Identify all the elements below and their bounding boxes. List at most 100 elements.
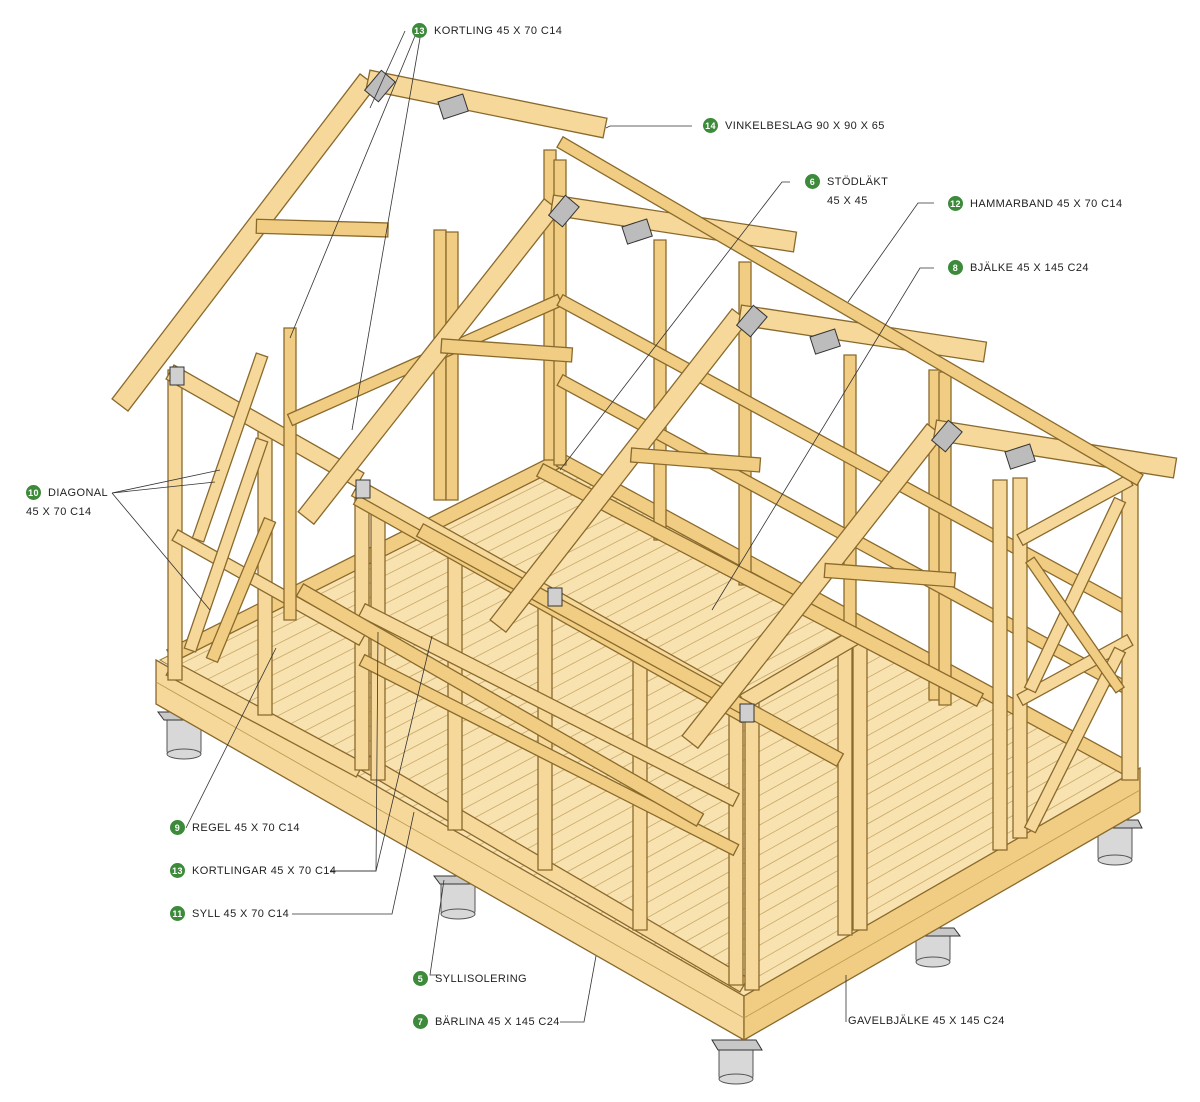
vinkelbeslag — [169, 366, 185, 386]
label-barlina: 7 BÄRLINA 45 X 145 C24 — [413, 1014, 560, 1029]
regel — [1012, 477, 1028, 839]
floor-plank — [332, 553, 729, 761]
diagonal — [1023, 496, 1127, 694]
gusset-plate — [437, 93, 469, 120]
kortling — [823, 562, 957, 588]
label-diagonal: 10 DIAGONAL 45 X 70 C14 — [26, 485, 108, 518]
vinkelbeslag — [739, 703, 755, 723]
floor-plank — [279, 525, 676, 730]
rafter — [489, 307, 749, 634]
label-kortlingar: 13 KORTLINGAR 45 X 70 C14 — [170, 863, 336, 878]
floor-plank — [212, 489, 610, 692]
floor-plank — [504, 644, 902, 862]
kortling — [255, 218, 389, 238]
label-text: BJÄLKE 45 X 145 C24 — [970, 261, 1089, 274]
vinkelbeslag — [547, 587, 563, 607]
bjalke — [535, 462, 985, 708]
regel — [852, 633, 868, 931]
floor-plank — [491, 637, 889, 854]
label-text: KORTLING 45 X 70 C14 — [434, 24, 563, 37]
diagonal — [1023, 646, 1127, 834]
label-kortling-top: 13 KORTLING 45 X 70 C14 — [412, 23, 562, 38]
label-gavelbjalke: GAVELBJÄLKE 45 X 145 C24 — [848, 1015, 1005, 1027]
number-badge: 8 — [948, 260, 963, 275]
label-text: REGEL 45 X 70 C14 — [192, 821, 300, 834]
number-badge: 5 — [413, 971, 428, 986]
number-badge: 7 — [413, 1014, 428, 1029]
floor-plank — [451, 616, 849, 831]
gusset-plate — [809, 328, 841, 355]
regel — [283, 327, 297, 621]
regel — [167, 369, 183, 681]
floor-plank — [624, 708, 1021, 931]
number-badge: 14 — [703, 118, 718, 133]
diagonal — [191, 352, 269, 543]
floor-plank — [411, 595, 809, 808]
rafter — [297, 197, 561, 526]
diagonal — [205, 516, 277, 664]
leader-lines — [111, 30, 934, 1023]
label-text: GAVELBJÄLKE 45 X 145 C24 — [848, 1015, 1005, 1027]
floor-plank — [703, 750, 1101, 978]
number-badge: 10 — [26, 485, 41, 500]
regel — [837, 639, 853, 936]
label-text: VINKELBESLAG 90 X 90 X 65 — [725, 119, 885, 132]
base-beams — [155, 658, 1141, 1042]
kortling — [440, 338, 574, 363]
kortling — [357, 602, 741, 808]
gusset-plate — [930, 419, 963, 453]
floor-plank — [425, 602, 822, 815]
floor-plank — [730, 764, 1127, 993]
label-regel: 9 REGEL 45 X 70 C14 — [170, 820, 300, 835]
regel — [445, 231, 459, 501]
label-text: HAMMARBAND 45 X 70 C14 — [970, 197, 1123, 210]
regel — [744, 699, 760, 991]
label-stodlakt: 6 STÖDLÄKT 45 X 45 — [805, 174, 888, 207]
label-bjalke: 8 BJÄLKE 45 X 145 C24 — [948, 260, 1089, 275]
gusset-plate — [547, 194, 580, 228]
label-subtext: 45 X 45 — [827, 195, 868, 207]
hammarband — [556, 135, 1144, 487]
rafter — [111, 73, 377, 412]
label-text: DIAGONAL — [48, 486, 109, 499]
floor-plank — [226, 496, 623, 699]
floor-plank — [358, 567, 756, 777]
gusset-plate — [735, 304, 768, 338]
number-badge: 11 — [170, 906, 185, 921]
floor-plank — [584, 687, 981, 908]
diagonal — [1024, 556, 1126, 694]
label-syll: 11 SYLL 45 X 70 C14 — [170, 906, 289, 921]
number-badge: 6 — [805, 174, 820, 189]
regel — [1121, 469, 1139, 781]
label-text: BÄRLINA 45 X 145 C24 — [435, 1015, 560, 1028]
gusset-plate — [1004, 443, 1036, 470]
rafter — [681, 422, 944, 750]
regel — [843, 354, 857, 641]
kortling — [358, 653, 740, 857]
vinkelbeslag — [355, 479, 371, 499]
floor-plank — [372, 574, 769, 784]
number-badge: 13 — [170, 863, 185, 878]
regel — [257, 429, 273, 716]
floor-plank — [637, 715, 1035, 939]
floor-plank — [597, 694, 995, 916]
label-subtext: 45 X 70 C14 — [26, 506, 92, 518]
floor-plank — [398, 588, 796, 800]
regel — [992, 479, 1008, 851]
label-text: STÖDLÄKT — [827, 175, 889, 188]
label-text: SYLL 45 X 70 C14 — [192, 907, 290, 920]
label-syllisolering: 5 SYLLISOLERING — [413, 971, 527, 986]
floor-plank — [265, 518, 663, 723]
floor-plank — [611, 701, 1008, 924]
number-badge: 12 — [948, 196, 963, 211]
number-badge: 13 — [412, 23, 427, 38]
label-vinkelbeslag: 14 VINKELBESLAG 90 X 90 X 65 — [703, 118, 885, 133]
floor-plank — [465, 623, 862, 839]
kortling — [629, 447, 762, 473]
gusset-plate — [621, 218, 653, 245]
label-text: SYLLISOLERING — [435, 972, 528, 985]
diagonal — [183, 437, 269, 653]
bjalke — [295, 583, 705, 827]
roof-framing — [111, 69, 1178, 750]
